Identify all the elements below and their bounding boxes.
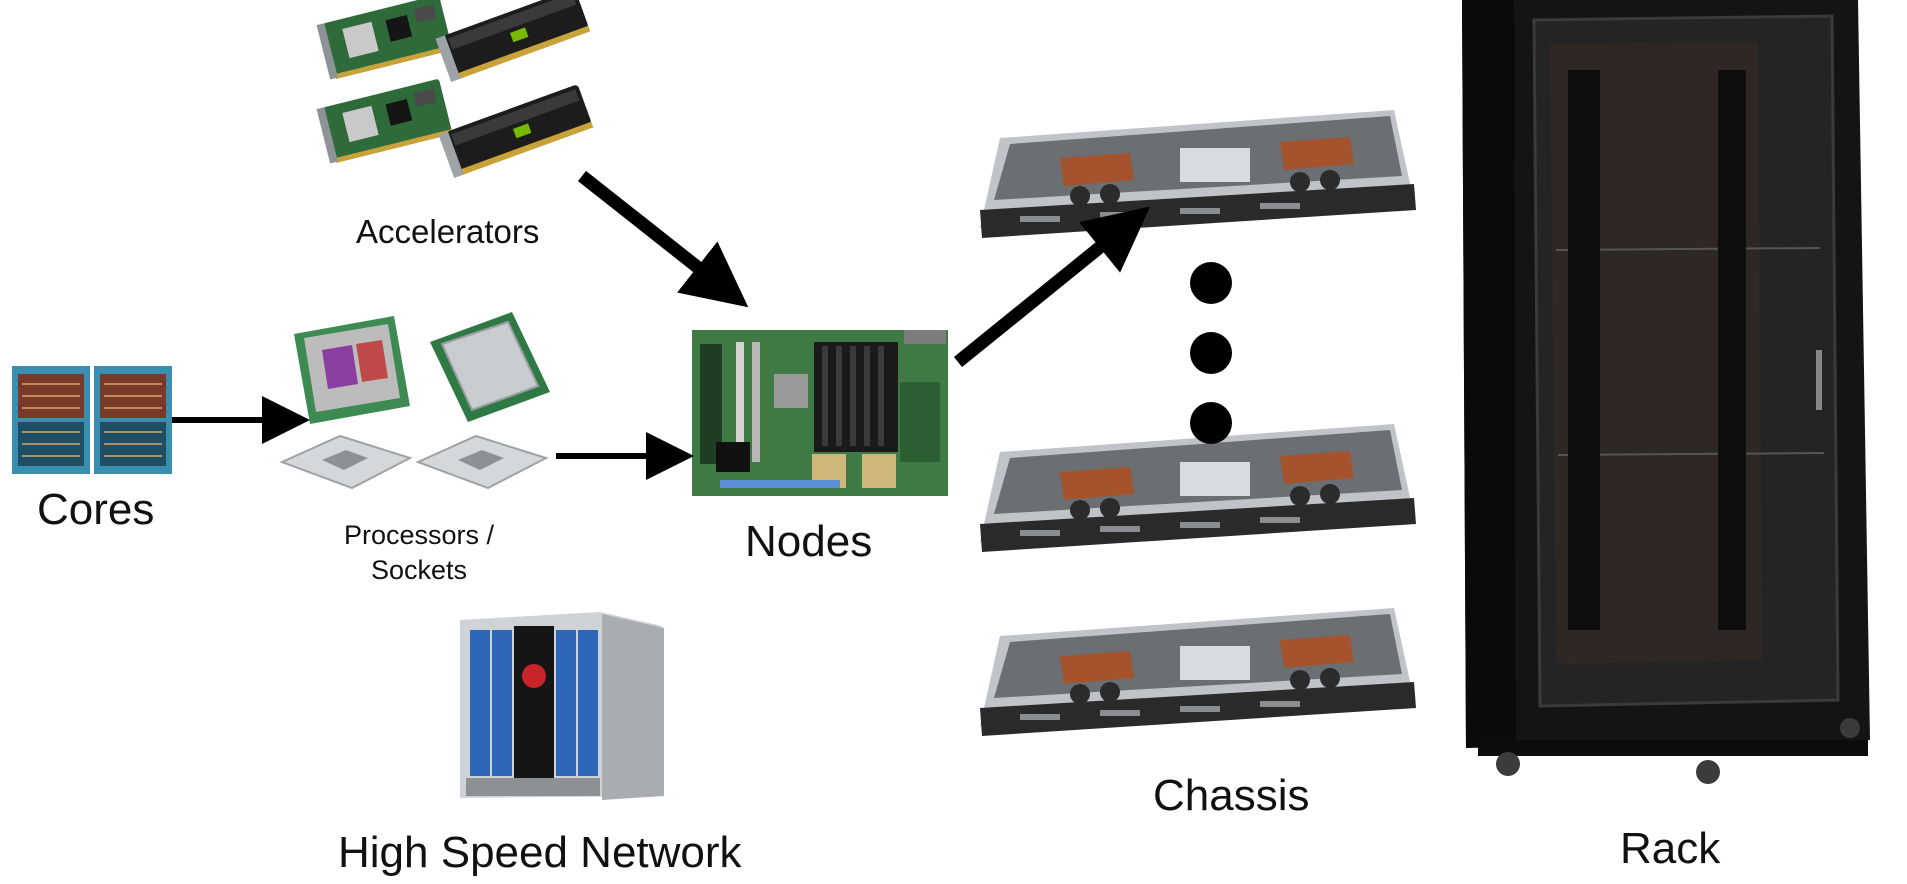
dot [1190, 332, 1232, 374]
ellipsis-dots [1190, 262, 1232, 444]
motherboard-image [692, 330, 948, 496]
socket-icon [415, 434, 549, 490]
accelerators-label: Accelerators [356, 213, 540, 250]
network-switch-image [460, 612, 664, 800]
arrow-nodes-to-chassis [953, 206, 1151, 368]
gpu-card-icon [438, 85, 594, 178]
server-chassis-image [980, 110, 1416, 238]
cpu-chip-icon [294, 316, 410, 424]
network-card-icon [316, 79, 453, 164]
cpu-chip-icon [430, 312, 550, 422]
processors-label-line2: Sockets [370, 555, 468, 585]
processors-label-line1: Processors / [343, 520, 495, 550]
arrow-accelerators-to-nodes [577, 170, 749, 308]
socket-icon [279, 434, 413, 490]
nodes-label: Nodes [745, 517, 873, 566]
cores-image [12, 366, 172, 474]
network-card-icon [316, 0, 453, 80]
cores-label: Cores [37, 485, 155, 534]
dot [1190, 402, 1232, 444]
processors-image [279, 312, 550, 490]
rack-image [1462, 0, 1870, 784]
processors-label: Processors / Sockets [312, 518, 526, 588]
rack-label: Rack [1620, 824, 1721, 873]
network-label: High Speed Network [338, 828, 742, 877]
chassis-label: Chassis [1153, 771, 1310, 820]
dot [1190, 262, 1232, 304]
gpu-card-icon [435, 0, 591, 82]
server-chassis-image [980, 608, 1416, 736]
accelerators-image [316, 0, 594, 178]
server-chassis-image [980, 424, 1416, 552]
